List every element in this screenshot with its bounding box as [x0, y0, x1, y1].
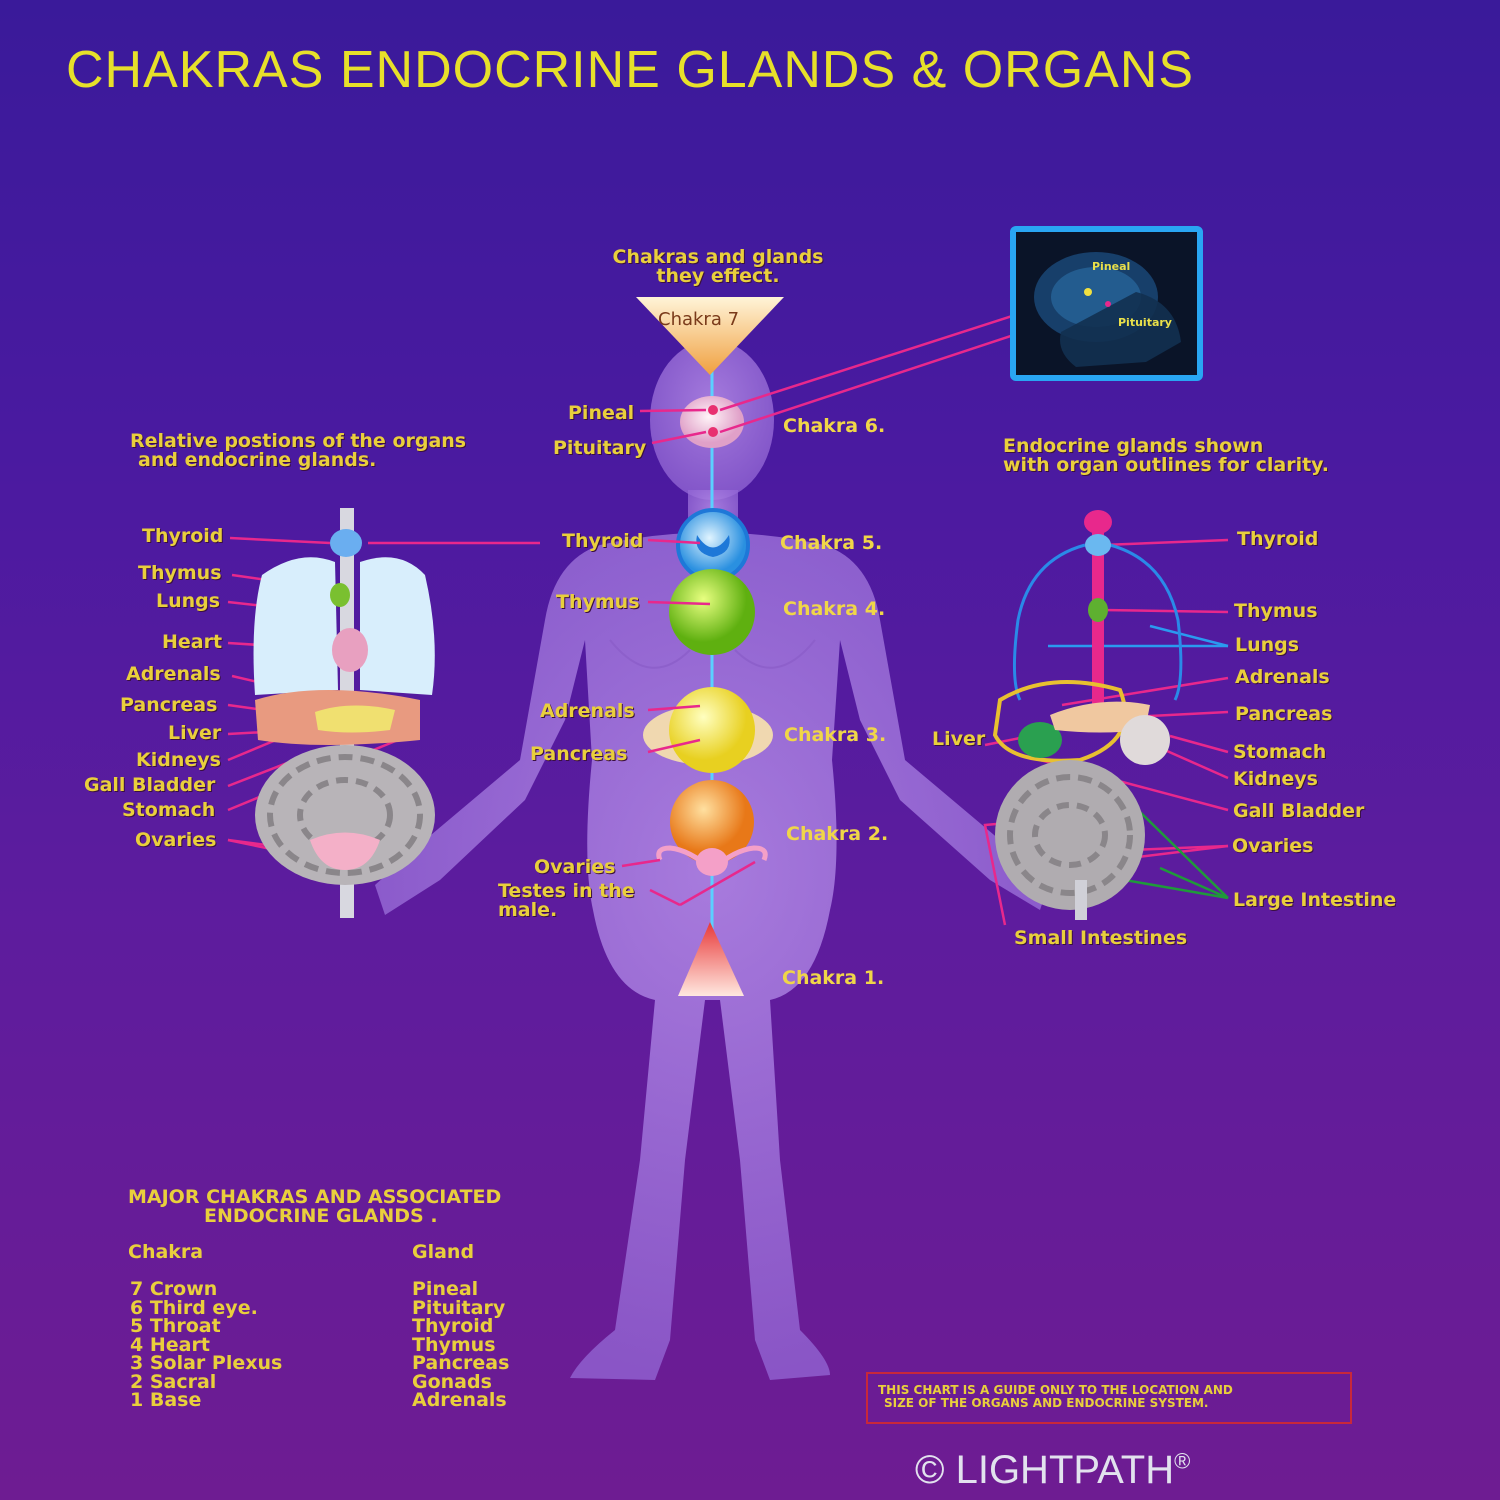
left-note-line-1: Relative postions of the organs — [130, 430, 467, 452]
thyroid-shape — [696, 535, 730, 557]
table-row-chakra: 7 Crown — [130, 1278, 218, 1300]
center-pituitary-label: Pituitary — [553, 437, 647, 459]
table-row-chakra: 4 Heart — [130, 1333, 210, 1356]
right-label-lungs: Lungs — [1235, 634, 1300, 656]
page-title: CHAKRAS ENDOCRINE GLANDS & ORGANS — [66, 41, 1195, 99]
table-row-gland: Pituitary — [412, 1296, 506, 1319]
right-label-stomach: Stomach — [1233, 741, 1327, 763]
table-row-chakra: 3 Solar Plexus — [130, 1352, 283, 1374]
chakra-4-symbol — [669, 569, 755, 655]
left-label-kidneys: Kidneys — [136, 749, 221, 771]
chakra-1-symbol — [678, 922, 744, 996]
table-row-chakra: 5 Throat — [130, 1315, 221, 1337]
left-label-pancreas: Pancreas — [120, 694, 218, 716]
chakra-6-label: Chakra 6. — [783, 415, 886, 437]
table-chakra-column: 7 Crown 6 Third eye. 5 Throat 4 Heart 3 … — [130, 1280, 282, 1410]
table-heading-line-2: ENDOCRINE GLANDS . — [204, 1204, 438, 1227]
center-note-line-2: they effect. — [656, 265, 780, 287]
table-row-chakra: 1 Base — [130, 1389, 202, 1411]
chakra-4-label: Chakra 4. — [783, 598, 886, 620]
chakra-2-label: Chakra 2. — [786, 823, 889, 845]
pineal-dot — [708, 405, 718, 415]
inset-pineal-label: Pineal — [1092, 260, 1131, 273]
left-label-adrenals: Adrenals — [126, 663, 221, 685]
center-thyroid-label: Thyroid — [562, 530, 644, 552]
inset-pituitary-label: Pituitary — [1118, 316, 1172, 329]
right-label-kidneys: Kidneys — [1233, 768, 1318, 790]
left-label-thymus: Thymus — [138, 562, 222, 584]
left-label-gall-bladder: Gall Bladder — [84, 774, 216, 796]
right-label-large-intestine: Large Intestine — [1233, 889, 1397, 911]
chakra-3-label: Chakra 3. — [784, 724, 887, 746]
left-note: Relative postions of the organs and endo… — [130, 432, 466, 470]
table-row-gland: Thyroid — [412, 1315, 494, 1337]
table-heading-line-1: MAJOR CHAKRAS AND ASSOCIATED — [128, 1186, 502, 1208]
left-label-stomach: Stomach — [122, 799, 216, 821]
chakra-2-symbol — [670, 780, 754, 864]
right-label-ovaries: Ovaries — [1232, 835, 1314, 857]
chakra-6-symbol — [680, 396, 744, 448]
right-label-liver: Liver — [932, 728, 986, 750]
left-label-liver: Liver — [168, 722, 222, 744]
copyright-text: © LIGHTPATH — [915, 1448, 1175, 1492]
disclaimer-line-2: SIZE OF THE ORGANS AND ENDOCRINE SYSTEM. — [884, 1396, 1209, 1410]
center-pancreas-label: Pancreas — [530, 743, 628, 765]
table-row-gland: Pancreas — [412, 1352, 510, 1374]
left-label-heart: Heart — [162, 631, 223, 653]
right-note: Endocrine glands shown with organ outlin… — [1003, 437, 1329, 475]
table-gland-column: Pineal Pituitary Thyroid Thymus Pancreas… — [412, 1280, 509, 1410]
pituitary-dot — [708, 427, 718, 437]
right-note-line-1: Endocrine glands shown — [1003, 435, 1264, 457]
table-row-gland: Pineal — [412, 1278, 479, 1300]
center-thymus-label: Thymus — [556, 591, 640, 613]
center-note: Chakras and glands they effect. — [598, 248, 838, 286]
left-label-ovaries: Ovaries — [135, 829, 217, 851]
torso-shading — [609, 639, 816, 669]
chakra-5-label: Chakra 5. — [780, 532, 883, 554]
brain-scan-image — [1034, 252, 1181, 367]
testes-line-2: male. — [498, 899, 558, 921]
disclaimer-line-1: THIS CHART IS A GUIDE ONLY TO THE LOCATI… — [878, 1383, 1233, 1397]
table-row-gland: Adrenals — [412, 1389, 507, 1411]
left-label-thyroid: Thyroid — [142, 525, 224, 547]
left-organ-illustration — [253, 508, 435, 918]
chakra-1-label: Chakra 1. — [782, 967, 885, 989]
center-note-line-1: Chakras and glands — [612, 246, 824, 268]
table-row-chakra: 6 Third eye. — [130, 1296, 258, 1319]
chakra-7-label: Chakra 7 — [658, 309, 740, 330]
brain-inset: Pineal Pituitary — [1010, 226, 1203, 381]
left-note-line-2: and endocrine glands. — [138, 449, 377, 471]
center-adrenals-label: Adrenals — [540, 700, 635, 722]
right-label-small-intestines: Small Intestines — [1014, 927, 1188, 949]
uterus-illustration — [656, 845, 768, 876]
center-ovaries-label: Ovaries — [534, 856, 616, 878]
testes-line-1: Testes in the — [498, 880, 635, 902]
chakra-7-symbol — [636, 297, 784, 375]
testes-note: Testes in the male. — [498, 882, 635, 920]
left-label-lungs: Lungs — [156, 590, 221, 612]
chakra-3-symbol — [669, 687, 755, 773]
lung-pointer-lines — [1048, 624, 1229, 648]
right-organ-outline-illustration — [992, 510, 1183, 920]
disclaimer-box: THIS CHART IS A GUIDE ONLY TO THE LOCATI… — [866, 1372, 1352, 1424]
right-label-thymus: Thymus — [1234, 600, 1318, 622]
table-col-chakra-header: Chakra — [128, 1241, 204, 1263]
registered-mark: ® — [1174, 1448, 1191, 1474]
right-label-thyroid: Thyroid — [1237, 528, 1319, 550]
table-row-gland: Thymus — [412, 1333, 496, 1356]
chakra-gland-table: MAJOR CHAKRAS AND ASSOCIATED ENDOCRINE G… — [128, 1188, 501, 1225]
table-col-gland-header: Gland — [412, 1241, 475, 1263]
right-note-line-2: with organ outlines for clarity. — [1003, 454, 1330, 476]
right-label-adrenals: Adrenals — [1235, 666, 1330, 688]
table-row-chakra: 2 Sacral — [130, 1370, 217, 1393]
right-label-gall-bladder: Gall Bladder — [1233, 800, 1365, 822]
center-pineal-label: Pineal — [568, 402, 635, 424]
table-row-gland: Gonads — [412, 1370, 492, 1393]
right-label-pancreas: Pancreas — [1235, 703, 1333, 725]
copyright-notice: © LIGHTPATH® — [915, 1448, 1190, 1493]
